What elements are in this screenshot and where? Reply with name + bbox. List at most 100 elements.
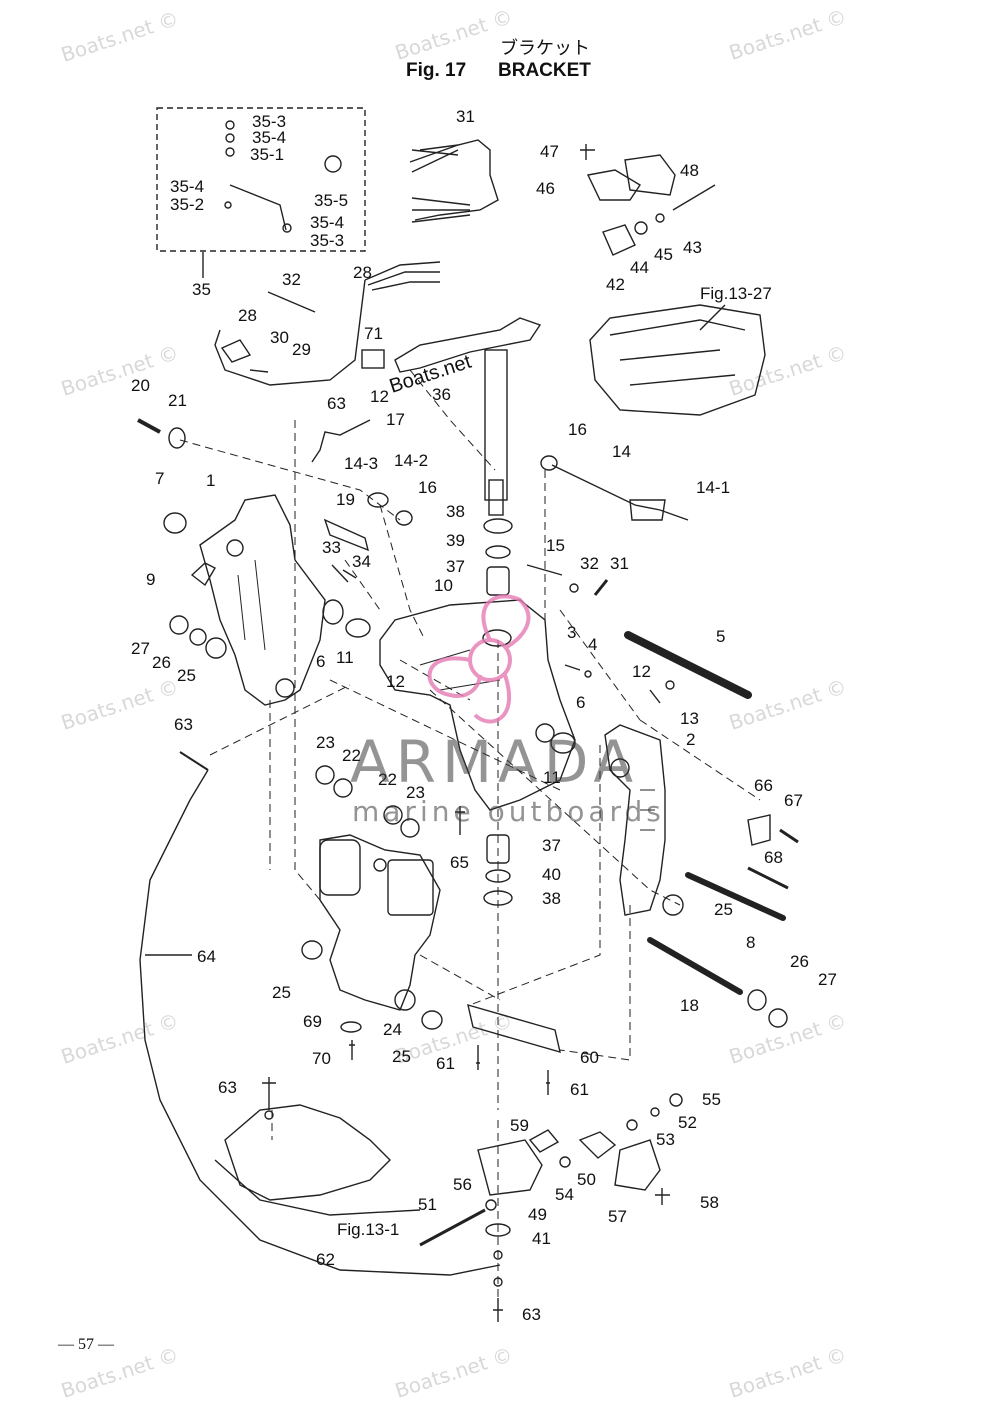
part-number-label: 35-4 (252, 128, 286, 147)
part-number-label: 43 (683, 238, 702, 257)
part-number-label: 63 (522, 1305, 541, 1324)
part-number-label: 48 (680, 161, 699, 180)
part-shape (225, 120, 235, 130)
part-number-label: 32 (580, 554, 599, 573)
part-number-label: 67 (784, 791, 803, 810)
part-shape (361, 349, 385, 369)
reference-block (589, 304, 766, 416)
part-number-label: 19 (336, 490, 355, 509)
part-number-label: 57 (608, 1207, 627, 1226)
part-number-label: 45 (654, 245, 673, 264)
part-number-label: 25 (272, 983, 291, 1002)
cable-shape (311, 419, 371, 463)
part-number-label: 18 (680, 996, 699, 1015)
part-number-label: 21 (168, 391, 187, 410)
reference-block (214, 1159, 421, 1216)
part-number-label: 14-1 (696, 478, 730, 497)
part-number-label: 25 (392, 1047, 411, 1066)
clamp-bracket-right (604, 724, 666, 916)
part-number-label: 35 (192, 280, 211, 299)
part-number-label: 68 (764, 848, 783, 867)
part-number-label: 30 (270, 328, 289, 347)
bolt-shape (267, 291, 316, 313)
part-number-label: 22 (342, 746, 361, 765)
part-number-label: 20 (131, 376, 150, 395)
part-number-label: 38 (542, 889, 561, 908)
bracket-shape (586, 169, 641, 201)
part-number-label: 3 (567, 623, 576, 642)
part-number-label: 28 (238, 306, 257, 325)
wire-harness (411, 197, 471, 223)
part-number-label: 40 (542, 865, 561, 884)
part-number-label: 14 (612, 442, 631, 461)
swivel-shaft (484, 349, 508, 501)
brand-logo (427, 594, 531, 724)
part-number-label: 26 (152, 653, 171, 672)
part-number-label: 27 (131, 639, 150, 658)
part-number-label: 6 (316, 652, 325, 671)
clamp-bracket-left (199, 494, 326, 706)
linkage-rod (229, 184, 287, 231)
part-shape (324, 155, 342, 173)
clamp-shape (220, 339, 252, 363)
part-number-label: 41 (532, 1229, 551, 1248)
part-number-label: 25 (177, 666, 196, 685)
part-number-label: 63 (218, 1078, 237, 1097)
part-number-label: 35-2 (170, 195, 204, 214)
part-number-label: 38 (446, 502, 465, 521)
part-number-label: 12 (632, 662, 651, 681)
part-number-label: 53 (656, 1130, 675, 1149)
part-number-label: 1 (206, 471, 215, 490)
part-number-label: 52 (678, 1113, 697, 1132)
part-number-label: 50 (577, 1170, 596, 1189)
part-number-label: 65 (450, 853, 469, 872)
part-number-label: 56 (453, 1175, 472, 1194)
part-number-label: 55 (702, 1090, 721, 1109)
part-number-label: 8 (746, 933, 755, 952)
wire-harness (364, 261, 441, 291)
part-number-label: 5 (716, 627, 725, 646)
part-number-label: 10 (434, 576, 453, 595)
part-number-label: 16 (418, 478, 437, 497)
plate-shape (624, 154, 676, 196)
part-number-label: 7 (155, 469, 164, 488)
reference-block (609, 319, 746, 386)
part-number-label: 42 (606, 275, 625, 294)
part-number-label: 11 (543, 768, 561, 787)
page-number: — 57 — (58, 1336, 114, 1353)
part-number-label: 36 (432, 385, 451, 404)
part-number-label: 60 (580, 1048, 599, 1067)
mount-rubber (602, 224, 636, 256)
wire-harness (214, 279, 366, 386)
part-number-label: 47 (540, 142, 559, 161)
part-number-label: 63 (327, 394, 346, 413)
spline-end (488, 479, 504, 516)
part-number-label: 71 (364, 324, 383, 343)
figure-reference-label: Fig.13-27 (700, 284, 772, 303)
part-number-label: 44 (630, 258, 649, 277)
wire-harness (414, 139, 499, 221)
part-number-label: 35-3 (252, 112, 286, 131)
part-number-label: 24 (383, 1020, 402, 1039)
part-number-label: 58 (700, 1193, 719, 1212)
part-number-label: 29 (292, 340, 311, 359)
part-number-label: 64 (197, 947, 216, 966)
tilt-rod (647, 937, 743, 995)
part-number-label: 63 (174, 715, 193, 734)
part-number-label: 59 (510, 1116, 529, 1135)
part-number-label: 66 (754, 776, 773, 795)
bolt-shape (580, 144, 595, 160)
part-number-label: 35-1 (250, 145, 284, 164)
part-number-label: 2 (686, 730, 695, 749)
part-number-label: 17 (386, 410, 405, 429)
figure-title: BRACKET (498, 60, 591, 81)
part-number-label: 70 (312, 1049, 331, 1068)
part-number-label: 49 (528, 1205, 547, 1224)
cable-shape (139, 769, 501, 1276)
part-number-label: 28 (353, 263, 372, 282)
plate-shape (467, 1004, 561, 1053)
bolt-shape (672, 184, 716, 211)
figure-number: Fig. 17 (406, 60, 467, 81)
assembly-group-box (156, 107, 366, 252)
part-number-label: 35-3 (310, 231, 344, 250)
